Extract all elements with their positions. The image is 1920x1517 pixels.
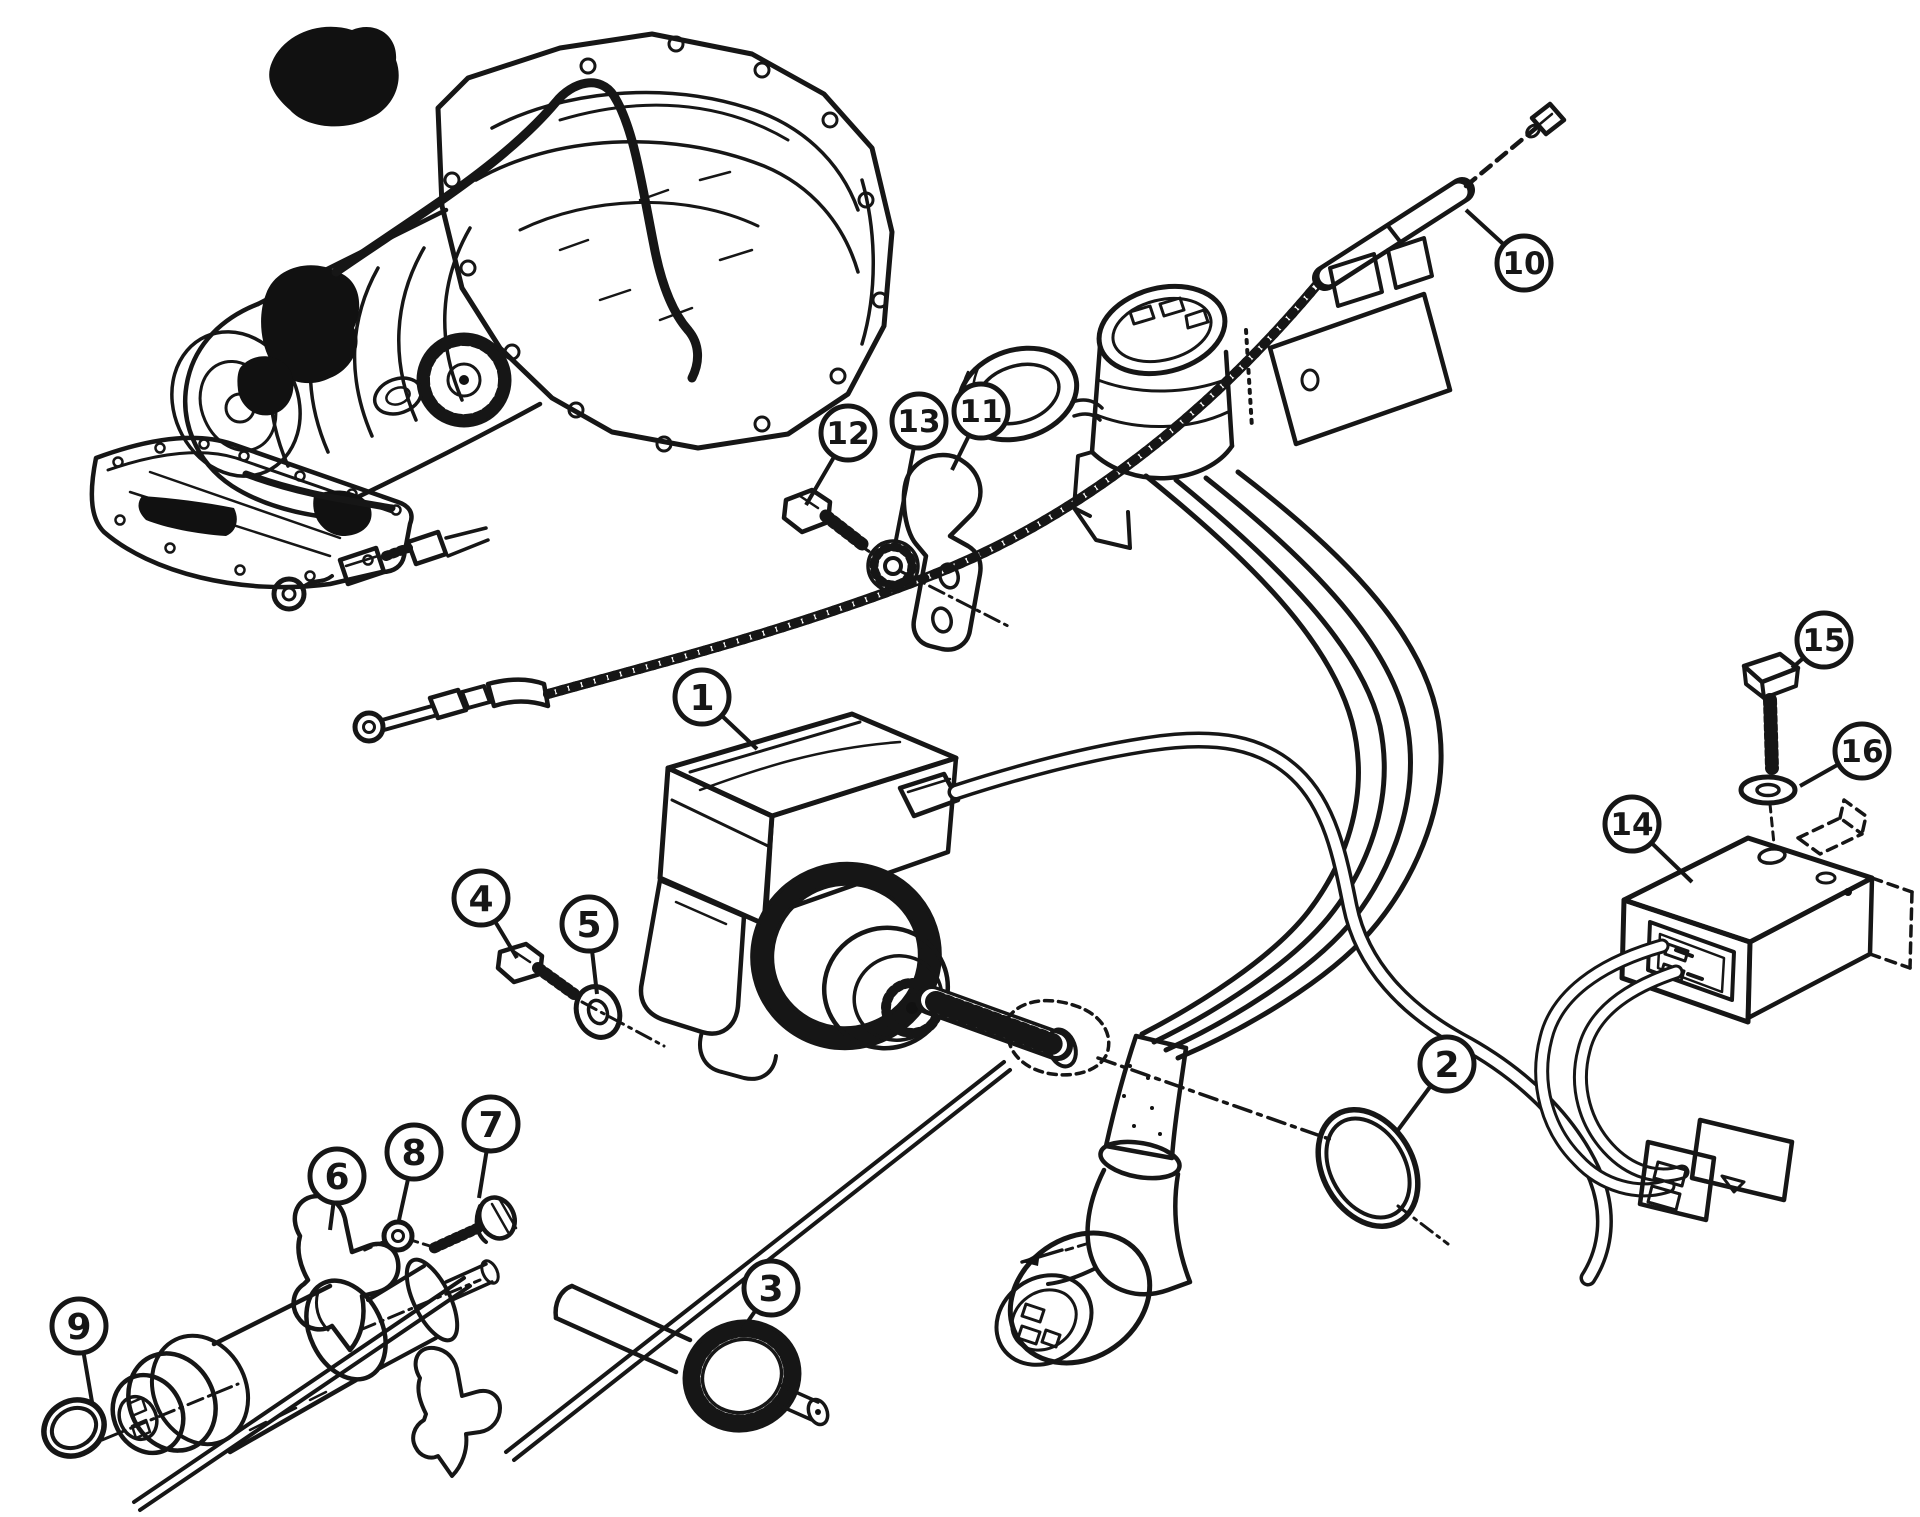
- callout-14-badge: [1602, 794, 1662, 854]
- callout-7-badge: [461, 1094, 521, 1154]
- bolt-7: [428, 1195, 518, 1254]
- callout-4-badge: [451, 868, 511, 928]
- callout-4-number: 4: [468, 879, 493, 920]
- callout-7-number: 7: [478, 1105, 503, 1146]
- redaction-blobs: [138, 26, 399, 536]
- o-ring-9: [41, 1397, 107, 1459]
- harness-wires: [1139, 469, 1444, 1061]
- callout-16-washer: 16: [1799, 721, 1892, 788]
- callout-9-o-ring-small: 9: [49, 1296, 109, 1403]
- callout-13-star-washer: 13: [889, 391, 949, 546]
- module-connector: [1637, 1117, 1795, 1223]
- washer-5: [573, 984, 666, 1048]
- retaining-clip-lower: [411, 1345, 502, 1478]
- callout-14-number: 14: [1610, 807, 1653, 843]
- callout-9-number: 9: [66, 1307, 91, 1348]
- star-washer-13: [866, 539, 1010, 628]
- transmission-housing: [170, 31, 895, 519]
- callout-1-number: 1: [689, 678, 714, 719]
- callout-8-badge: [384, 1122, 444, 1182]
- callout-12-hex-bolt: 12: [804, 403, 878, 507]
- cable-end-fitting: [1525, 101, 1567, 139]
- pinion-sleeve-assembly: [100, 1257, 500, 1456]
- callout-7-socket-bolt: 7: [461, 1094, 521, 1199]
- callout-6-retaining-clip: 6: [307, 1146, 367, 1231]
- bracket-11: [901, 452, 983, 652]
- callout-4-hex-bolt: 4: [451, 868, 519, 960]
- bolt-15: [1741, 651, 1801, 775]
- callout-15-number: 15: [1802, 623, 1845, 659]
- callout-9-badge: [49, 1296, 109, 1356]
- callout-3-badge: [741, 1258, 801, 1318]
- callout-1-badge: [672, 667, 732, 727]
- hose-on-housing: [242, 78, 702, 512]
- callout-5-number: 5: [576, 905, 601, 946]
- module-wires: [1534, 938, 1704, 1198]
- callout-11-bracket: 11: [950, 381, 1011, 471]
- callout-15-badge: [1794, 610, 1854, 670]
- callout-1-governor-unit: 1: [672, 667, 759, 751]
- o-ring-2: [1315, 1107, 1450, 1246]
- callout-13-badge: [889, 391, 949, 451]
- callout-10-kickdown-cable: 10: [1464, 208, 1554, 293]
- callout-2-o-ring-large: 2: [1396, 1034, 1477, 1132]
- callout-16-number: 16: [1840, 734, 1883, 770]
- washer-8: [358, 1219, 432, 1254]
- callout-12-badge: [818, 403, 878, 463]
- callout-6-number: 6: [324, 1157, 349, 1198]
- cable-stub-fitting: [271, 526, 490, 612]
- callout-3-number: 3: [758, 1269, 783, 1310]
- callout-10-badge: [1494, 233, 1554, 293]
- callout-11-badge: [951, 381, 1011, 441]
- callout-10-number: 10: [1502, 246, 1545, 282]
- callout-8-number: 8: [401, 1133, 426, 1174]
- governor-unit: [638, 711, 1613, 1287]
- control-module-14: [1619, 798, 1914, 1025]
- callout-5-badge: [559, 894, 619, 954]
- callout-16-badge: [1832, 721, 1892, 781]
- callout-2-badge: [1417, 1034, 1477, 1094]
- bolt-12: [781, 487, 878, 558]
- callout-6-badge: [307, 1146, 367, 1206]
- callout-2-number: 2: [1434, 1045, 1459, 1086]
- callout-12-number: 12: [826, 416, 869, 452]
- washer-16: [1738, 774, 1798, 846]
- harness-connector: [994, 1033, 1193, 1367]
- bolt-4: [495, 941, 580, 1000]
- callout-3-drive-gear-shaft: 3: [740, 1258, 801, 1332]
- callout-8-washer: 8: [384, 1122, 444, 1221]
- callout-15-bolt: 15: [1790, 610, 1854, 670]
- callout-14-control-module: 14: [1602, 794, 1694, 884]
- callout-13-number: 13: [897, 404, 940, 440]
- callout-11-number: 11: [959, 394, 1002, 430]
- switch-unit: [956, 236, 1453, 550]
- gear-shaft-3: [553, 1283, 830, 1433]
- callout-5-lock-washer: 5: [559, 894, 619, 995]
